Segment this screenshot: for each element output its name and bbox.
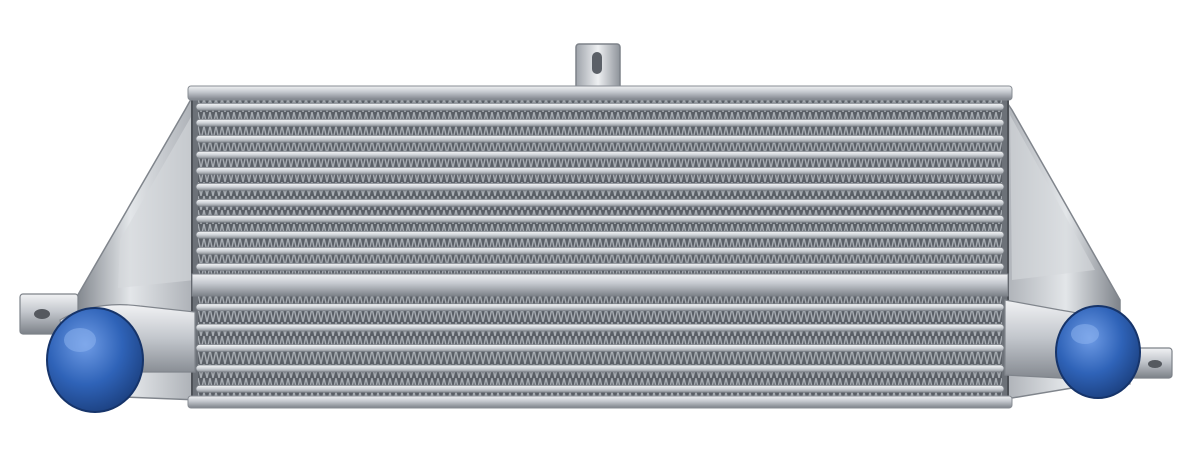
core-tube — [195, 323, 1005, 332]
core-tube — [195, 384, 1005, 393]
top-rail — [187, 85, 1013, 101]
core-tube — [195, 166, 1005, 175]
right-outlet — [1004, 299, 1141, 399]
left-inlet — [46, 304, 196, 413]
left-blue-cap-icon — [46, 307, 144, 413]
core-tube — [195, 118, 1005, 127]
core-tube — [195, 102, 1005, 111]
middle-divider — [191, 273, 1009, 297]
core-tube — [195, 198, 1005, 207]
core-tube — [195, 303, 1005, 312]
core-tube — [195, 364, 1005, 373]
core-tube — [195, 214, 1005, 223]
right-blue-cap-icon — [1055, 305, 1141, 399]
core-tube — [195, 246, 1005, 255]
lower-tubes — [195, 303, 1005, 393]
bottom-rail — [187, 395, 1013, 409]
core-tube — [195, 150, 1005, 159]
core-tube — [195, 182, 1005, 191]
core-tube — [195, 134, 1005, 143]
core-tube — [195, 262, 1005, 271]
core-tube — [195, 230, 1005, 239]
upper-tubes — [195, 102, 1005, 271]
core-tube — [195, 344, 1005, 352]
